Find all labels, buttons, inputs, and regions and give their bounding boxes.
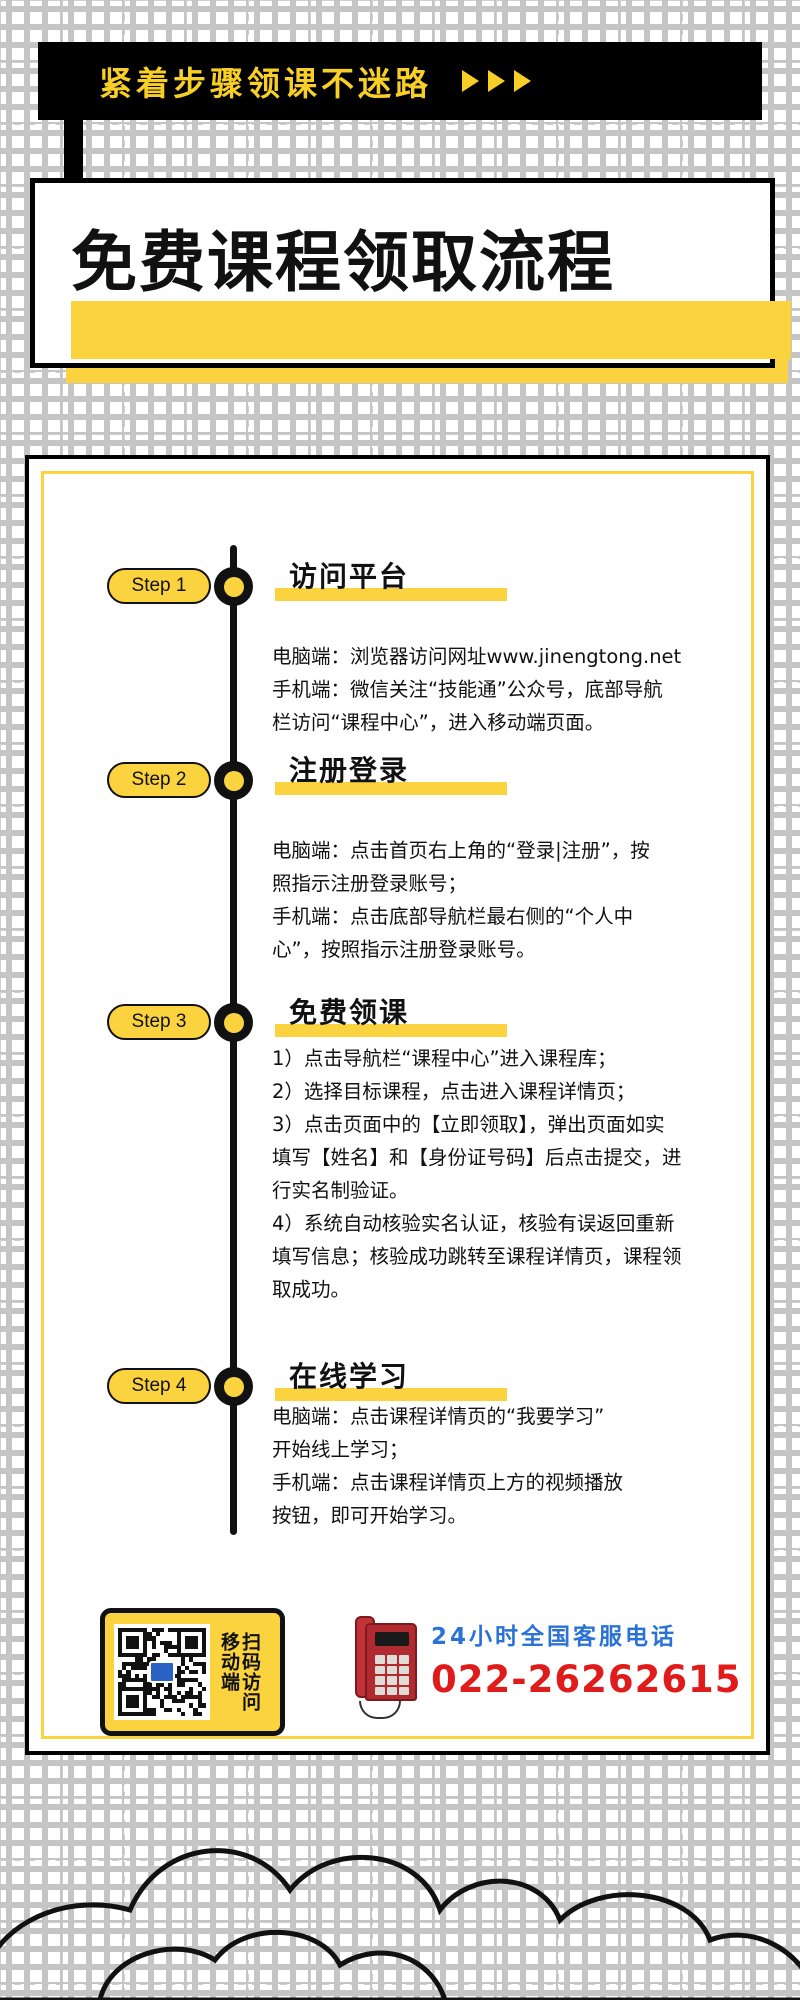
step-body-line: 电脑端：点击课程详情页的“我要学习” xyxy=(272,1405,605,1428)
step-body-line: 开始线上学习； xyxy=(272,1438,409,1461)
step-pill-4[interactable]: Step 4 xyxy=(107,1368,211,1404)
service-hotline-number[interactable]: 022-26262615 xyxy=(431,1658,742,1701)
step-body-line: 取成功。 xyxy=(272,1278,351,1301)
step-heading-1: 访问平台 xyxy=(289,560,410,593)
timeline-node-2 xyxy=(214,761,253,800)
step-heading-bar-2 xyxy=(275,782,507,795)
qr-caption: 扫码访问 移动端 xyxy=(218,1632,261,1712)
step-body-line: 填写【姓名】和【身份证号码】后点击提交，进 xyxy=(272,1146,682,1169)
qr-center-logo-icon xyxy=(149,1661,175,1683)
contact-text: 24小时全国客服电话 022-26262615 xyxy=(431,1613,742,1701)
step-body-line: 1）点击导航栏“课程中心”进入课程库； xyxy=(272,1047,617,1070)
qr-code-card[interactable]: 扫码访问 移动端 xyxy=(100,1608,285,1736)
steps-card xyxy=(25,455,770,1755)
telephone-screen-icon xyxy=(375,1632,409,1646)
step-body-line: 手机端：点击课程详情页上方的视频播放 xyxy=(272,1471,624,1494)
step-body-line: 心”，按照指示注册登录账号。 xyxy=(272,938,536,961)
step-body-line: 按钮，即可开始学习。 xyxy=(272,1504,468,1527)
step-body-4: 电脑端：点击课程详情页的“我要学习” 开始线上学习； 手机端：点击课程详情页上方… xyxy=(272,1400,732,1532)
step-heading-2: 注册登录 xyxy=(289,754,410,787)
timeline-node-4 xyxy=(214,1367,253,1406)
step-body-2: 电脑端：点击首页右上角的“登录|注册”，按 照指示注册登录账号； 手机端：点击底… xyxy=(272,834,732,966)
arrow-right-icon xyxy=(462,70,479,92)
cloud-decoration xyxy=(0,1848,800,2000)
step-body-1: 电脑端：浏览器访问网址www.jinengtong.net 手机端：微信关注“技… xyxy=(272,640,732,739)
header-ribbon-text: 紧着步骤领课不迷路 xyxy=(99,64,432,103)
step-body-line: 4）系统自动核验实名认证，核验有误返回重新 xyxy=(272,1212,675,1235)
step-body-line: 栏访问“课程中心”，进入移动端页面。 xyxy=(272,711,605,734)
step-pill-1[interactable]: Step 1 xyxy=(107,568,211,604)
contact-block: 24小时全国客服电话 022-26262615 xyxy=(355,1613,742,1719)
step-body-line: 手机端：微信关注“技能通”公众号，底部导航 xyxy=(272,678,663,701)
title-highlight-bar xyxy=(71,301,791,359)
telephone-keypad-icon xyxy=(375,1655,409,1695)
timeline-node-3 xyxy=(214,1003,253,1042)
step-pill-2[interactable]: Step 2 xyxy=(107,762,211,798)
step-heading-4: 在线学习 xyxy=(289,1360,410,1393)
qr-code-image xyxy=(114,1624,210,1720)
step-body-line: 电脑端：浏览器访问网址www.jinengtong.net xyxy=(272,645,682,668)
service-hotline-label: 24小时全国客服电话 xyxy=(431,1624,678,1650)
qr-caption-line-1: 扫码访问 xyxy=(239,1632,261,1712)
step-body-line: 3）点击页面中的【立即领取】，弹出页面如实 xyxy=(272,1113,665,1136)
title-card: 免费课程领取流程 xyxy=(30,178,791,368)
step-body-3: 1）点击导航栏“课程中心”进入课程库； 2）选择目标课程，点击进入课程详情页； … xyxy=(272,1042,732,1306)
arrow-right-icon xyxy=(514,70,531,92)
page-title: 免费课程领取流程 xyxy=(71,224,615,301)
step-heading-bar-1 xyxy=(275,588,507,601)
arrow-right-icon-group xyxy=(462,70,531,92)
step-heading-3: 免费领课 xyxy=(289,996,410,1029)
timeline-node-1 xyxy=(214,567,253,606)
step-heading-bar-4 xyxy=(275,1388,507,1401)
qr-caption-line-2: 移动端 xyxy=(218,1632,240,1692)
step-body-line: 2）选择目标课程，点击进入课程详情页； xyxy=(272,1080,636,1103)
step-body-line: 行实名制验证。 xyxy=(272,1179,409,1202)
step-pill-3[interactable]: Step 3 xyxy=(107,1004,211,1040)
step-body-line: 手机端：点击底部导航栏最右侧的“个人中 xyxy=(272,905,634,928)
arrow-right-icon xyxy=(488,70,505,92)
step-body-line: 填写信息；核验成功跳转至课程详情页，课程领 xyxy=(272,1245,682,1268)
telephone-icon xyxy=(355,1613,417,1719)
header-ribbon: 紧着步骤领课不迷路 xyxy=(38,42,762,120)
step-body-line: 照指示注册登录账号； xyxy=(272,872,468,895)
step-body-line: 电脑端：点击首页右上角的“登录|注册”，按 xyxy=(272,839,650,862)
step-heading-bar-3 xyxy=(275,1024,507,1037)
steps-card-inner-border xyxy=(41,471,754,1739)
ribbon-stem-decoration xyxy=(64,118,83,180)
